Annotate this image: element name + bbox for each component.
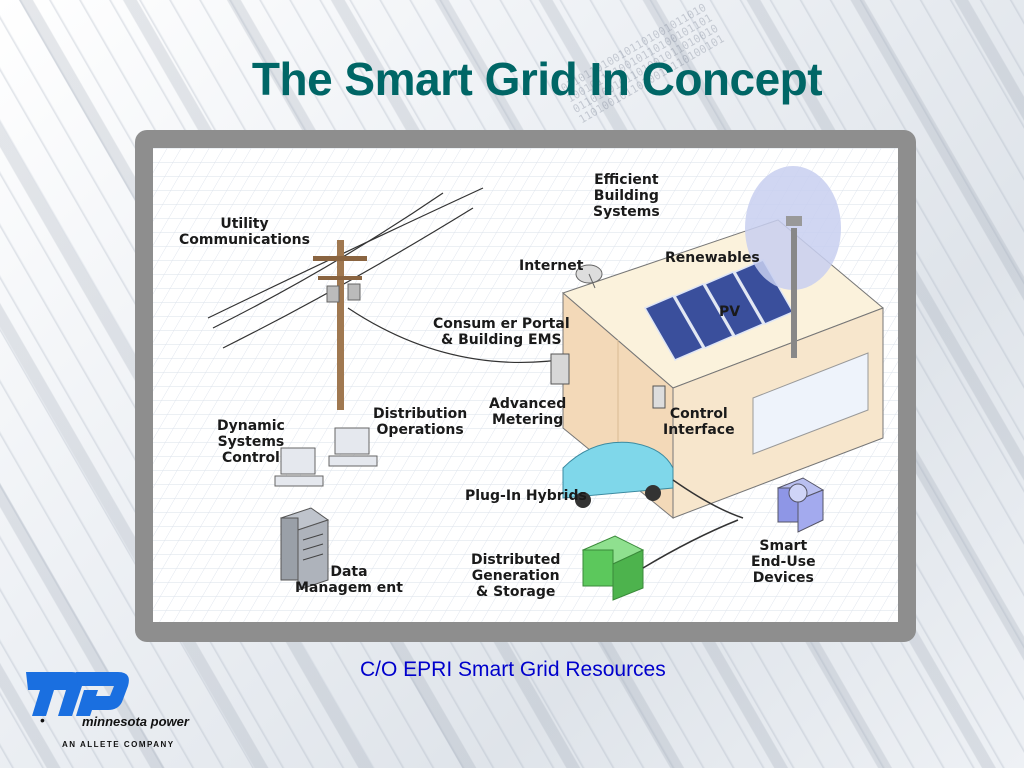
wind-turbine xyxy=(745,166,841,358)
logo-name: minnesota power xyxy=(82,714,189,729)
label-control-interface: Control Interface xyxy=(663,406,735,438)
server-rack xyxy=(279,507,330,591)
label-distributed-generation: Distributed Generation & Storage xyxy=(471,552,561,600)
label-dynamic-systems-control: Dynamic Systems Control xyxy=(217,418,285,466)
label-advanced-metering: Advanced Metering xyxy=(489,396,567,428)
diagram-canvas: Utility Communications Internet Efficien… xyxy=(153,148,898,622)
smart-device xyxy=(776,477,825,533)
logo-subtitle: AN ALLETE COMPANY xyxy=(62,740,175,749)
label-utility-communications: Utility Communications xyxy=(179,216,310,248)
label-plug-in-hybrids: Plug-In Hybrids xyxy=(465,488,587,504)
utility-pole xyxy=(313,240,367,410)
charge-cable xyxy=(672,479,744,519)
label-smart-end-use-devices: Smart End-Use Devices xyxy=(751,538,816,586)
minnesota-power-logo-icon xyxy=(26,672,129,716)
label-renewables: Renewables xyxy=(665,250,760,266)
solar-panels xyxy=(643,259,795,361)
label-consumer-portal: Consum er Portal & Building EMS xyxy=(433,316,570,348)
source-caption: C/O EPRI Smart Grid Resources xyxy=(360,658,666,681)
diagram-frame: Utility Communications Internet Efficien… xyxy=(135,130,916,642)
label-internet: Internet xyxy=(519,258,584,274)
slide-title: The Smart Grid In Concept xyxy=(251,53,823,105)
logo-bullet: • xyxy=(40,712,45,728)
label-distribution-operations: Distribution Operations xyxy=(373,406,468,438)
computer-workstations xyxy=(274,427,378,487)
storage-unit xyxy=(581,535,645,601)
label-pv: PV xyxy=(719,304,741,320)
meter xyxy=(550,353,570,385)
satellite-dish xyxy=(575,264,603,289)
label-data-management: Data Managem ent xyxy=(295,564,403,596)
control-box xyxy=(652,385,666,409)
smart-grid-illustration xyxy=(153,148,898,622)
power-lines xyxy=(207,187,484,349)
comm-line xyxy=(347,307,574,363)
plug-in-car xyxy=(562,441,674,508)
label-efficient-building-systems: Efficient Building Systems xyxy=(593,172,660,220)
storage-cable xyxy=(642,519,739,569)
